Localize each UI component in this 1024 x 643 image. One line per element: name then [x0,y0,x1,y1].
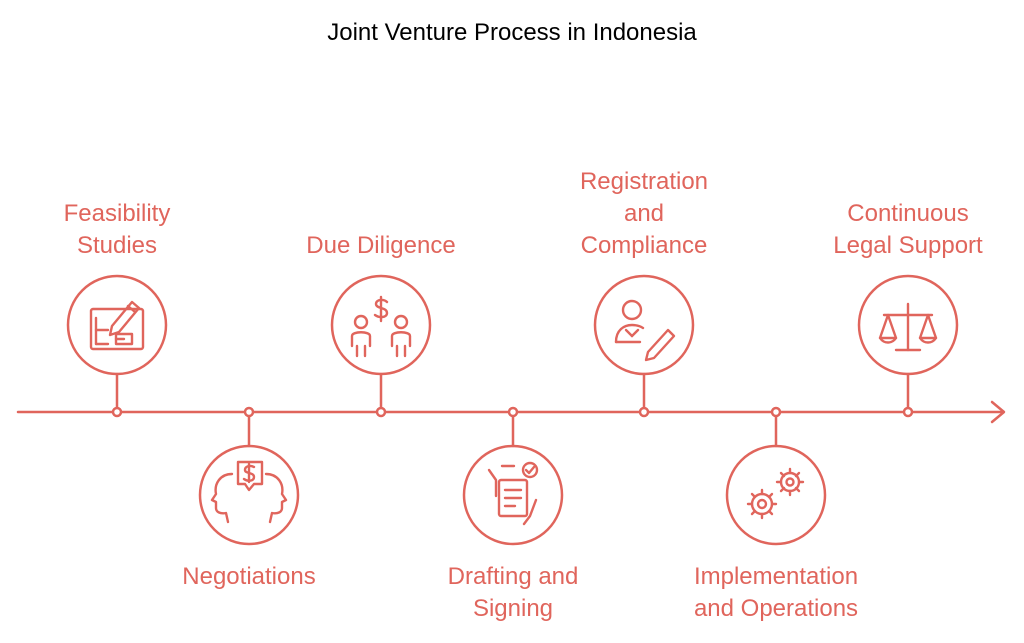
gears-icon [746,467,805,520]
step-node-circle [198,444,300,546]
step-node-circle [330,274,432,376]
step-node-circle [462,444,564,546]
timeline-dot [111,406,123,418]
step-registration-and-compliance [593,274,695,418]
person-pen-icon [614,299,676,362]
step-node-circle [857,274,959,376]
step-node-circle [66,274,168,376]
page-title: Joint Venture Process in Indonesia [327,19,697,46]
negotiation-faces-icon [210,460,288,524]
step-continuous-legal-support [857,274,959,418]
step-implementation-and-operations [725,406,827,546]
step-node-circle [593,274,695,376]
scales-icon [878,302,938,352]
step-due-diligence [330,274,432,418]
step-label-negotiations: Negotiations [182,563,316,590]
timeline-arrowhead [990,400,1006,424]
step-negotiations [198,406,300,546]
timeline-dot [375,406,387,418]
people-money-icon [350,295,412,358]
blueprint-pencil-icon [89,300,145,351]
timeline-dot [902,406,914,418]
contract-signing-icon [487,461,539,526]
timeline-dot [638,406,650,418]
step-drafting-and-signing [462,406,564,546]
step-node-circle [725,444,827,546]
timeline-dot [770,406,782,418]
timeline-dot [507,406,519,418]
timeline-dot [243,406,255,418]
step-feasibility-studies [66,274,168,418]
step-label-due-diligence: Due Diligence [306,232,456,259]
